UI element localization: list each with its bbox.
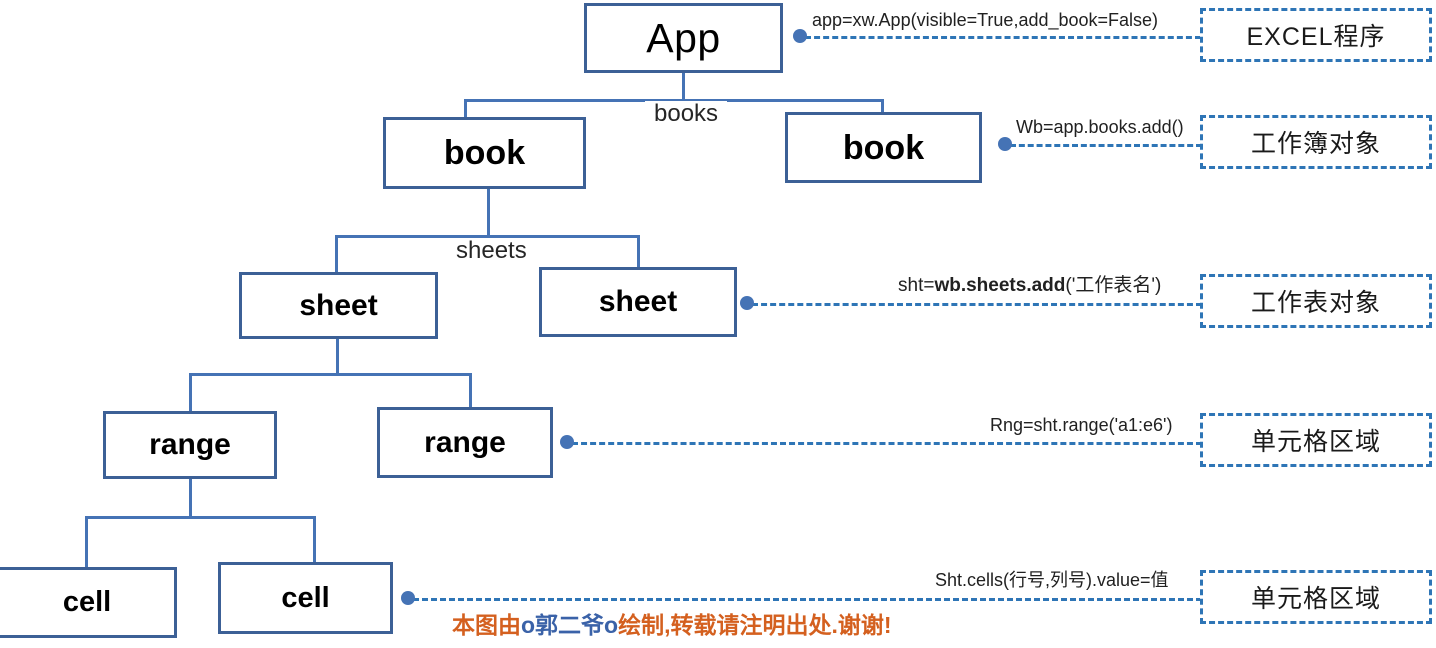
node-app-label: App [646, 14, 721, 61]
connector-book-right-drop [881, 99, 884, 114]
node-range-right-label: range [424, 425, 506, 459]
connector-sheet-right-drop [637, 235, 640, 267]
desc-box-range[interactable]: 单元格区域 [1200, 413, 1432, 467]
watermark-part1: 本图由 [452, 612, 521, 638]
callout-dash-sheet [752, 303, 1202, 306]
callout-code-range: Rng=sht.range('a1:e6') [990, 415, 1173, 435]
node-range-left[interactable]: range [103, 411, 277, 479]
node-sheet-right-label: sheet [598, 285, 678, 318]
node-book-left[interactable]: book [383, 117, 586, 189]
desc-box-app-text: EXCEL程序 [1246, 23, 1386, 51]
callout-code-book: Wb=app.books.add() [1016, 117, 1184, 137]
node-sheet-right[interactable]: sheet [539, 267, 737, 337]
desc-box-app[interactable]: EXCEL程序 [1200, 8, 1432, 62]
callout-code-cell: Sht.cells(行号,列号).value=值 [935, 570, 1169, 590]
connector-cell-right-drop [313, 516, 316, 562]
watermark-part3: 绘制,转载请注明出处.谢谢! [618, 612, 892, 638]
edge-label-sheets: sheets [447, 237, 536, 265]
connector-ranges-bus [189, 373, 472, 376]
watermark-part2: o郭二爷o [521, 612, 619, 638]
callout-code-app: app=xw.App(visible=True,add_book=False) [812, 10, 1159, 30]
desc-box-range-text: 单元格区域 [1250, 428, 1381, 456]
connector-cells-bus [85, 516, 316, 519]
callout-dot-app [793, 29, 807, 43]
callout-code-sheet-bold: wb.sheets.add [934, 275, 1066, 296]
connector-app-stem [682, 73, 685, 101]
callout-code-sheet-prefix: sht= [898, 275, 935, 296]
watermark-credit: 本图由o郭二爷o绘制,转载请注明出处.谢谢! [452, 606, 892, 640]
node-cell-left-label: cell [62, 586, 112, 618]
node-sheet-left[interactable]: sheet [239, 272, 438, 339]
desc-box-sheet-text: 工作表对象 [1250, 289, 1381, 317]
desc-box-cell-text: 单元格区域 [1250, 585, 1381, 613]
connector-sheet-left-drop [335, 235, 338, 273]
node-cell-right[interactable]: cell [218, 562, 393, 634]
callout-code-sheet-suffix: ('工作表名') [1065, 275, 1162, 296]
edge-label-books: books [645, 100, 728, 128]
connector-book-stem [487, 189, 490, 237]
node-book-right[interactable]: book [785, 112, 982, 183]
desc-box-sheet[interactable]: 工作表对象 [1200, 274, 1432, 328]
callout-dot-sheet [740, 296, 754, 310]
connector-sheet-stem [336, 339, 339, 375]
node-book-right-label: book [842, 128, 925, 167]
node-range-right[interactable]: range [377, 407, 553, 478]
callout-dash-range [572, 442, 1202, 445]
desc-box-book-text: 工作簿对象 [1250, 130, 1381, 158]
connector-range-stem [189, 479, 192, 518]
callout-dot-range [560, 435, 574, 449]
connector-books-bus [464, 99, 884, 102]
callout-dot-book [998, 137, 1012, 151]
node-sheet-left-label: sheet [299, 288, 378, 322]
node-cell-right-label: cell [281, 581, 330, 614]
desc-box-cell[interactable]: 单元格区域 [1200, 570, 1432, 624]
callout-dot-cell [401, 591, 415, 605]
connector-sheets-bus [335, 235, 640, 238]
callout-dash-app [805, 36, 1201, 39]
connector-book-left-drop [464, 99, 467, 119]
callout-dash-book [1010, 144, 1202, 147]
connector-cell-left-drop [85, 516, 88, 567]
callout-code-sheet: sht=wb.sheets.add('工作表名') [898, 275, 1161, 297]
node-book-left-label: book [443, 134, 526, 172]
node-app[interactable]: App [584, 3, 783, 73]
connector-range-right-drop [469, 373, 472, 407]
node-cell-left[interactable]: cell [0, 567, 177, 638]
callout-dash-cell [413, 598, 1202, 601]
desc-box-book[interactable]: 工作簿对象 [1200, 115, 1432, 169]
connector-range-left-drop [189, 373, 192, 411]
node-range-left-label: range [149, 428, 231, 461]
